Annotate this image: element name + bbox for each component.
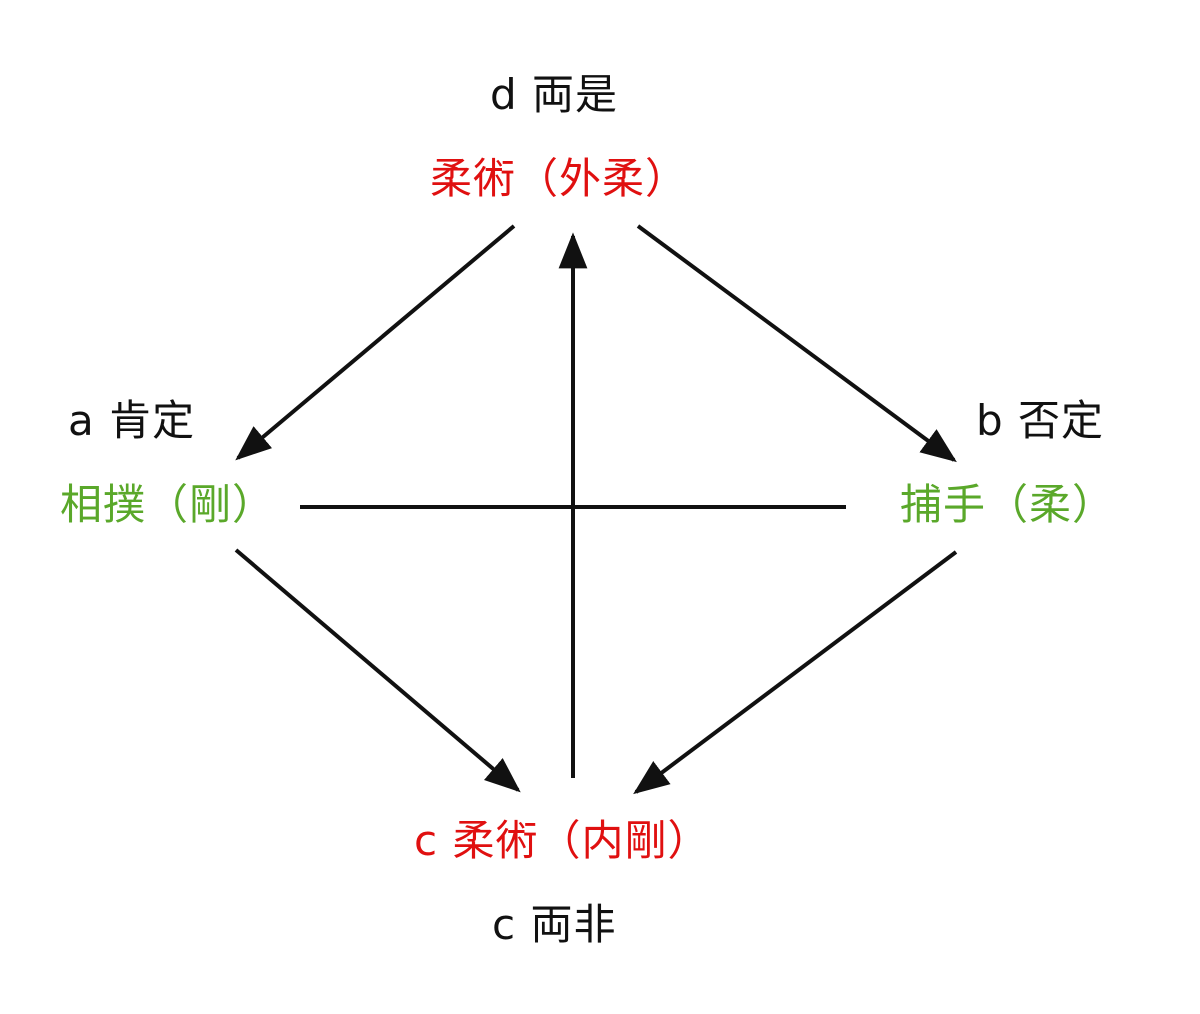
node-d-term: 柔術（外柔） (430, 154, 689, 203)
node-c-heading: c 両非 (492, 900, 617, 949)
arrow-a-to-c (234, 548, 521, 793)
arrow-d-to-b (636, 224, 957, 463)
node-a-heading: a 肯定 (68, 396, 196, 445)
node-b-term: 捕手（柔） (900, 480, 1116, 529)
arrow-b-to-c (633, 550, 958, 795)
arrow-d-to-a (235, 224, 516, 461)
node-c-term: c 柔術（内剛） (414, 816, 711, 865)
node-d-heading: d 両是 (490, 70, 619, 119)
node-a-term: 相撲（剛） (60, 480, 276, 529)
node-b-heading: b 否定 (976, 396, 1105, 445)
